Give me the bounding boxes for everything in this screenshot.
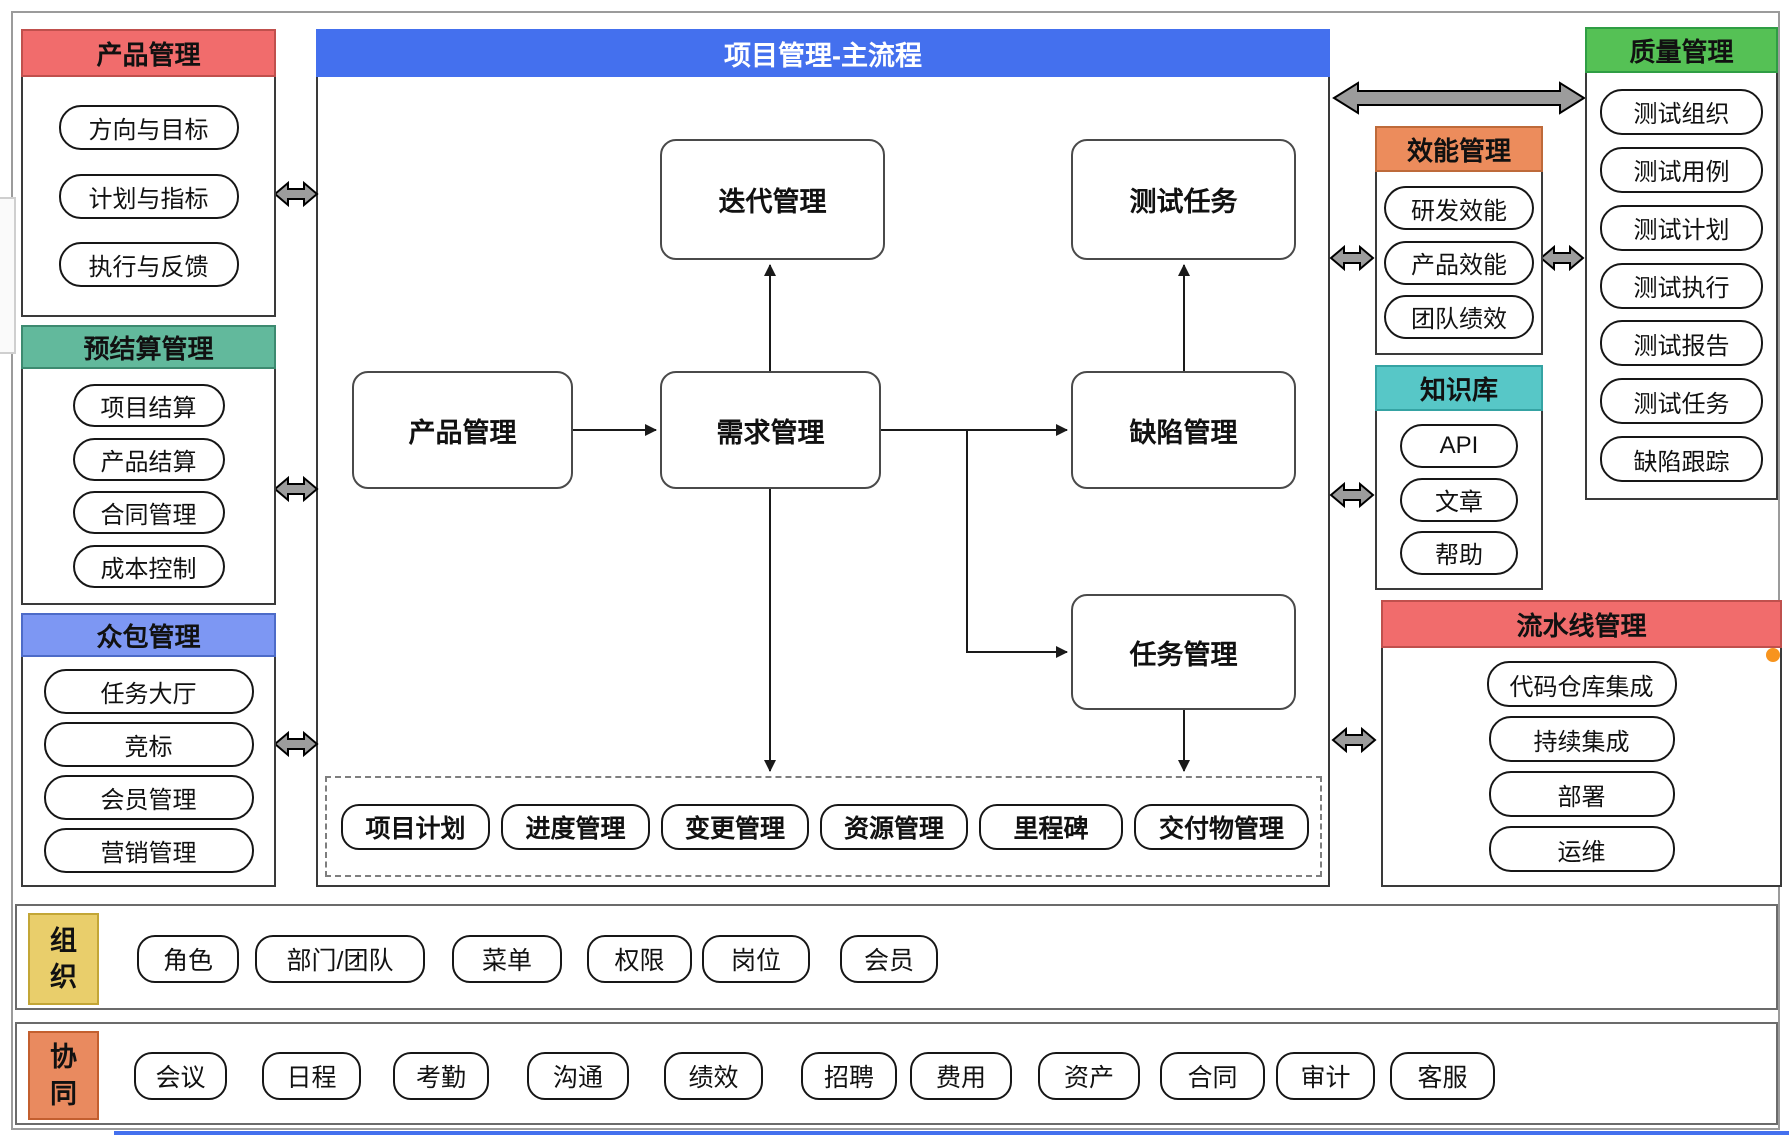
pill-project-settle: 项目结算 <box>72 383 225 427</box>
pill-product-efficiency: 产品效能 <box>1384 240 1534 285</box>
pill-attendance: 考勤 <box>393 1052 489 1100</box>
panel-crowdsourcing-mgmt: 众包管理 任务大厅 竞标 会员管理 营销管理 <box>21 613 276 887</box>
panel-budget-mgmt: 预结算管理 项目结算 产品结算 合同管理 成本控制 <box>21 325 276 605</box>
pill-task-hall: 任务大厅 <box>43 669 254 714</box>
panel-pipeline-mgmt: 流水线管理 代码仓库集成 持续集成 部署 运维 <box>1381 600 1782 887</box>
pill-progress-mgmt: 进度管理 <box>501 803 650 850</box>
pill-test-plan: 测试计划 <box>1600 204 1763 251</box>
pill-rnd-efficiency: 研发效能 <box>1384 186 1534 231</box>
pill-permission: 权限 <box>587 935 692 983</box>
pill-position: 岗位 <box>702 935 810 983</box>
pill-audit: 审计 <box>1276 1052 1375 1100</box>
pill-milestone: 里程碑 <box>979 803 1123 850</box>
pill-contract: 合同 <box>1160 1052 1265 1100</box>
pill-menu: 菜单 <box>452 935 562 983</box>
pill-api: API <box>1400 424 1518 469</box>
pill-recruitment: 招聘 <box>801 1052 897 1100</box>
band-collaboration-label: 协同 <box>28 1031 99 1120</box>
main-flow-title: 项目管理-主流程 <box>316 29 1330 77</box>
pill-member-mgmt: 会员管理 <box>43 775 254 820</box>
pill-meeting: 会议 <box>134 1052 227 1100</box>
band-organization-label: 组织 <box>28 913 99 1005</box>
panel-product-mgmt-title: 产品管理 <box>21 29 276 77</box>
pill-help: 帮助 <box>1400 530 1518 575</box>
pill-role: 角色 <box>137 935 239 983</box>
pill-deployment: 部署 <box>1488 771 1675 817</box>
pill-schedule: 日程 <box>262 1052 361 1100</box>
pill-cost-control: 成本控制 <box>72 545 225 589</box>
pill-resource-mgmt: 资源管理 <box>820 803 968 850</box>
pill-code-repo-integration: 代码仓库集成 <box>1486 661 1677 707</box>
pill-expense: 费用 <box>910 1052 1012 1100</box>
pill-marketing-mgmt: 营销管理 <box>43 828 254 873</box>
pill-test-org: 测试组织 <box>1600 88 1763 135</box>
bottom-blue-line <box>114 1131 1789 1135</box>
pill-test-execution: 测试执行 <box>1600 262 1763 309</box>
panel-budget-mgmt-title: 预结算管理 <box>21 325 276 369</box>
orange-dot <box>1766 648 1780 662</box>
pill-exec-feedback: 执行与反馈 <box>58 242 239 288</box>
pill-member: 会员 <box>840 935 938 983</box>
pill-test-report: 测试报告 <box>1600 320 1763 367</box>
node-task-mgmt: 任务管理 <box>1071 594 1296 710</box>
band-organization: 组织 角色 部门/团队 菜单 权限 岗位 会员 <box>15 904 1778 1010</box>
panel-crowdsourcing-mgmt-title: 众包管理 <box>21 613 276 657</box>
project-mgmt-dashed-group: 项目计划 进度管理 变更管理 资源管理 里程碑 交付物管理 <box>325 776 1322 877</box>
panel-quality-mgmt: 质量管理 测试组织 测试用例 测试计划 测试执行 测试报告 测试任务 缺陷跟踪 <box>1585 27 1778 500</box>
panel-pipeline-mgmt-title: 流水线管理 <box>1381 600 1782 648</box>
panel-product-mgmt: 产品管理 方向与目标 计划与指标 执行与反馈 <box>21 29 276 317</box>
node-test-task: 测试任务 <box>1071 139 1296 260</box>
pill-continuous-integration: 持续集成 <box>1488 716 1675 762</box>
pill-project-plan: 项目计划 <box>341 803 490 850</box>
panel-knowledge-base-title: 知识库 <box>1375 365 1543 411</box>
node-defect-mgmt: 缺陷管理 <box>1071 371 1296 489</box>
pill-dept-team: 部门/团队 <box>255 935 425 983</box>
pill-operations: 运维 <box>1488 826 1675 872</box>
node-iteration-mgmt: 迭代管理 <box>660 139 885 260</box>
pill-communication: 沟通 <box>527 1052 629 1100</box>
pill-article: 文章 <box>1400 477 1518 522</box>
left-edge-artifact <box>0 197 16 354</box>
pill-performance: 绩效 <box>664 1052 763 1100</box>
node-requirement-mgmt: 需求管理 <box>660 371 881 489</box>
band-collaboration-label-text: 协同 <box>50 1042 77 1109</box>
pill-asset: 资产 <box>1038 1052 1140 1100</box>
pill-plan-metric: 计划与指标 <box>58 173 239 219</box>
pill-bidding: 竞标 <box>43 722 254 767</box>
pill-deliverable-mgmt: 交付物管理 <box>1134 803 1309 850</box>
pill-direction-goal: 方向与目标 <box>58 104 239 150</box>
pill-customer-service: 客服 <box>1390 1052 1495 1100</box>
pill-defect-tracking: 缺陷跟踪 <box>1600 436 1763 483</box>
panel-efficiency-mgmt-title: 效能管理 <box>1375 126 1543 172</box>
panel-quality-mgmt-title: 质量管理 <box>1585 27 1778 73</box>
pill-test-case: 测试用例 <box>1600 146 1763 193</box>
node-product-mgmt: 产品管理 <box>352 371 573 489</box>
panel-knowledge-base: 知识库 API 文章 帮助 <box>1375 365 1543 590</box>
pill-change-mgmt: 变更管理 <box>661 803 809 850</box>
pill-team-performance: 团队绩效 <box>1384 294 1534 339</box>
band-organization-label-text: 组织 <box>50 925 77 992</box>
pill-contract-mgmt: 合同管理 <box>72 491 225 535</box>
pill-product-settle: 产品结算 <box>72 437 225 481</box>
panel-efficiency-mgmt: 效能管理 研发效能 产品效能 团队绩效 <box>1375 126 1543 355</box>
pill-test-task: 测试任务 <box>1600 378 1763 425</box>
band-collaboration: 协同 会议 日程 考勤 沟通 绩效 招聘 费用 资产 合同 审计 客服 <box>15 1022 1778 1125</box>
